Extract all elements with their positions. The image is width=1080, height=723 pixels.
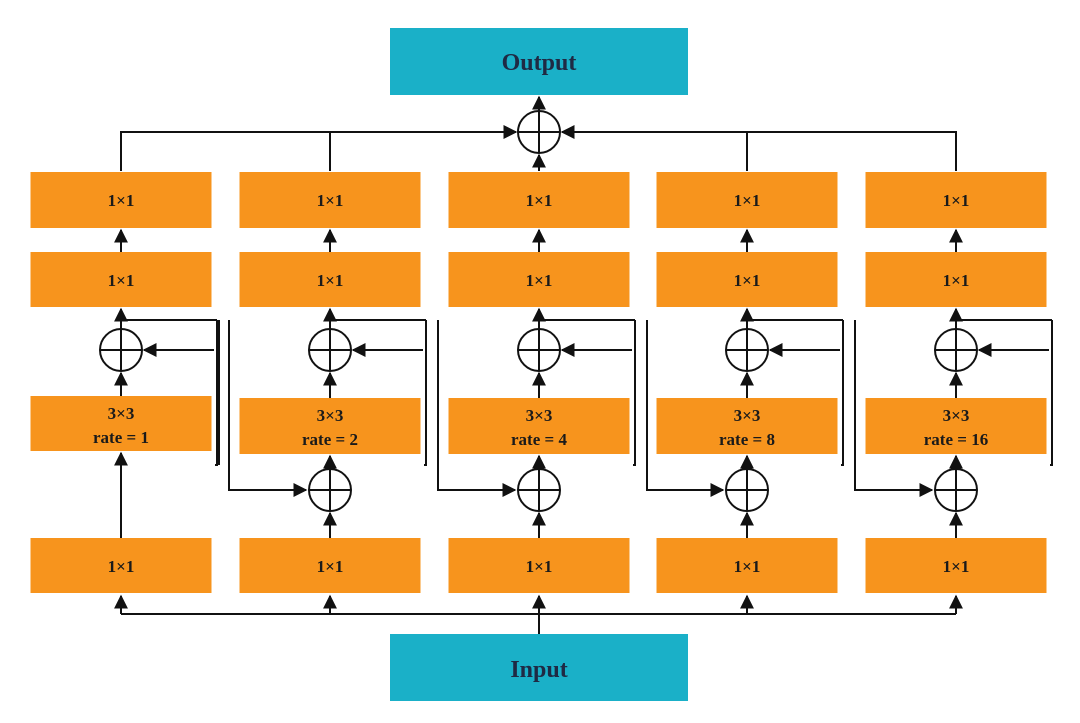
branch-5-bottom-label: 1×1 — [943, 557, 970, 576]
branch-5-inner-sum-node — [934, 328, 978, 372]
input-block: Input — [390, 634, 688, 701]
output-sum-node — [517, 110, 561, 154]
branch-2-inner-sum-node — [308, 328, 352, 372]
branch-1-top-label: 1×1 — [108, 191, 135, 210]
branch-5-top-label: 1×1 — [943, 191, 970, 210]
branch-3-conv-3x3-block — [448, 398, 630, 454]
branch-4-bottom-1x1-block — [656, 538, 838, 593]
branch-1-residual-return — [215, 350, 218, 466]
branch-2-cross-feed — [228, 320, 308, 497]
branch-2-residual-return — [424, 350, 427, 466]
branch-2-bottom-label: 1×1 — [317, 557, 344, 576]
branch-4-second-1x1-block — [656, 252, 838, 307]
branch-3-lower-sum-node — [517, 468, 561, 512]
branch-2-bottom-1x1-block — [239, 538, 421, 593]
branch-4-conv-label: 3×3 — [734, 406, 761, 425]
branch-1-rate-label: rate = 1 — [93, 428, 149, 447]
branch-3-conv-label: 3×3 — [526, 406, 553, 425]
branch-4-lower-sum-node — [725, 468, 769, 512]
branch-3-bottom-1x1-block — [448, 538, 630, 593]
branch-5-top-1x1-block — [865, 172, 1047, 228]
branch-2-conv-label: 3×3 — [317, 406, 344, 425]
branch-4-second-label: 1×1 — [734, 271, 761, 290]
branch-2-conv-3x3-block — [239, 398, 421, 454]
output-label: Output — [502, 50, 577, 76]
branch-4-conv-3x3-block — [656, 398, 838, 454]
input-label: Input — [510, 657, 567, 683]
branch-3-bottom-label: 1×1 — [526, 557, 553, 576]
branch-2-second-1x1-block — [239, 252, 421, 307]
branch-3-inner-sum-node — [517, 328, 561, 372]
branch-3-top-label: 1×1 — [526, 191, 553, 210]
branch-4-top-1x1-block — [656, 172, 838, 228]
branch-4-top-label: 1×1 — [734, 191, 761, 210]
branch-1-conv-label: 3×3 — [108, 404, 135, 423]
branch-3-cross-feed — [437, 320, 517, 497]
output-block: Output — [390, 28, 688, 95]
branch-2-lower-sum-node — [308, 468, 352, 512]
branch-2-second-label: 1×1 — [317, 271, 344, 290]
branch-1-bottom-label: 1×1 — [108, 557, 135, 576]
branch-1-conv-3x3-block — [30, 396, 212, 451]
branch-5-bottom-1x1-block — [865, 538, 1047, 593]
branch-4-rate-label: rate = 8 — [719, 430, 775, 449]
branch-2-rate-label: rate = 2 — [302, 430, 358, 449]
branch-1-inner-sum-node — [99, 328, 143, 372]
branch-3-residual-return — [633, 350, 636, 466]
branch-1-top-1x1-block — [30, 172, 212, 228]
branch-5-cross-feed — [854, 320, 934, 497]
branch-5-lower-sum-node — [934, 468, 978, 512]
branch-3-second-label: 1×1 — [526, 271, 553, 290]
branch-5-conv-3x3-block — [865, 398, 1047, 454]
branch-5-second-label: 1×1 — [943, 271, 970, 290]
branch-3-top-1x1-block — [448, 172, 630, 228]
branch-5-rate-label: rate = 16 — [924, 430, 988, 449]
branches: 1×1 1×1 3×3 rate = 1 1×1 1×1 1×1 3×3 rate = 2 1×1… — [30, 172, 1053, 593]
collector-left-line — [120, 125, 518, 171]
branch-5-residual-return — [1050, 350, 1053, 466]
branch-3-second-1x1-block — [448, 252, 630, 307]
branch-2-top-label: 1×1 — [317, 191, 344, 210]
branch-5-second-1x1-block — [865, 252, 1047, 307]
branch-4-bottom-label: 1×1 — [734, 557, 761, 576]
branch-2-top-1x1-block — [239, 172, 421, 228]
collector-right-line — [560, 125, 957, 171]
branch-1-second-1x1-block — [30, 252, 212, 307]
branch-4-inner-sum-node — [725, 328, 769, 372]
branch-1-second-label: 1×1 — [108, 271, 135, 290]
branch-3-rate-label: rate = 4 — [511, 430, 567, 449]
branch-4-residual-return — [841, 350, 844, 466]
branch-4-cross-feed — [646, 320, 725, 497]
branch-5-conv-label: 3×3 — [943, 406, 970, 425]
branch-1-bottom-1x1-block — [30, 538, 212, 593]
